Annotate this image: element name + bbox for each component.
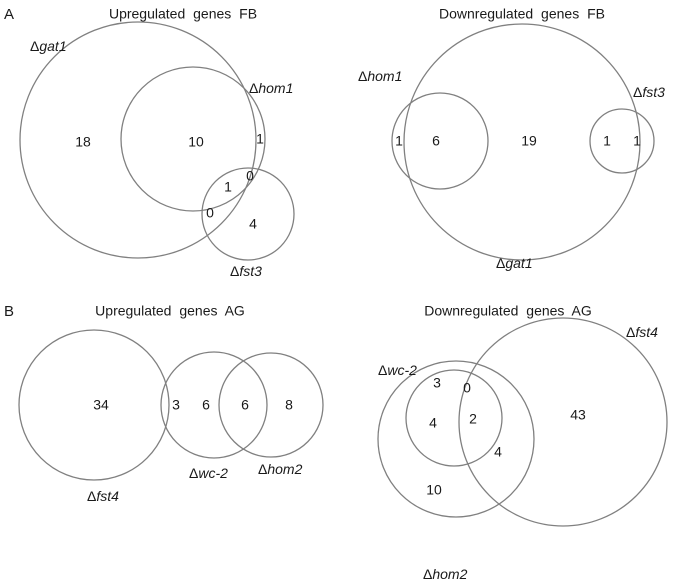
venn-upregulated-ag: Upregulated genes AG Δfst4 Δwc-2 Δhom2 3… — [18, 303, 324, 504]
set-circle-wc2 — [160, 351, 268, 459]
count-wc2-hom2: 6 — [241, 397, 249, 413]
count-fst4-only: 34 — [93, 397, 109, 413]
set-label-fst3: Δfst3 — [633, 84, 665, 100]
venn-downregulated-ag: Downregulated genes AG Δfst4 Δwc-2 Δhom2… — [377, 303, 668, 582]
venn-upregulated-fb: Upregulated genes FB Δgat1 Δhom1 Δfst3 1… — [19, 6, 295, 279]
set-circle-fst4 — [458, 317, 668, 527]
venn-downregulated-fb: Downregulated genes FB Δhom1 Δfst3 Δgat1… — [358, 6, 665, 271]
set-label-fst4: Δfst4 — [626, 324, 658, 340]
count-hom1-only: 1 — [256, 131, 264, 147]
count-gat1-hom1: 10 — [188, 134, 204, 150]
set-circle-gat1 — [403, 23, 641, 261]
set-label-fst4: Δfst4 — [87, 488, 119, 504]
count-hom2-fst4: 4 — [494, 444, 502, 460]
count-gat1-fst3: 1 — [603, 133, 611, 149]
set-circle-gat1 — [19, 21, 257, 259]
set-label-hom1: Δhom1 — [358, 68, 402, 84]
count-hom1-gat1: 6 — [432, 133, 440, 149]
venn-title: Upregulated genes AG — [95, 303, 245, 319]
count-wc2-only: 3 — [433, 375, 441, 391]
panel-label-b: B — [4, 303, 14, 320]
count-fst4-only: 43 — [570, 407, 586, 423]
set-label-wc2: Δwc-2 — [189, 465, 228, 481]
set-circle-fst3 — [589, 108, 655, 174]
count-wc2-fst4: 0 — [463, 380, 471, 396]
count-hom2-only: 8 — [285, 397, 293, 413]
set-label-wc2: Δwc-2 — [378, 362, 417, 378]
count-hom2-only: 10 — [426, 482, 442, 498]
count-all-three: 2 — [469, 411, 477, 427]
set-circle-fst4 — [18, 329, 170, 481]
panel-label-a: A — [4, 6, 14, 23]
count-gat1-only: 19 — [521, 133, 537, 149]
count-fst3-only: 1 — [633, 133, 641, 149]
count-gat1-only: 18 — [75, 134, 91, 150]
set-circle-hom1 — [391, 92, 489, 190]
count-fst4-wc2: 3 — [172, 397, 180, 413]
set-circle-hom1 — [120, 66, 266, 212]
count-hom1-only: 1 — [395, 133, 403, 149]
set-circle-wc2 — [405, 369, 503, 467]
count-gat1-fst3: 0 — [206, 205, 214, 221]
count-wc2-hom2: 4 — [429, 415, 437, 431]
set-label-hom2: Δhom2 — [258, 461, 303, 477]
count-all-three: 1 — [224, 179, 232, 195]
set-circle-hom2 — [377, 360, 535, 518]
set-label-gat1: Δgat1 — [30, 38, 67, 54]
set-circle-hom2 — [218, 352, 324, 458]
set-label-hom1: Δhom1 — [249, 80, 293, 96]
venn-title: Downregulated genes FB — [439, 6, 605, 22]
count-wc2-only: 6 — [202, 397, 210, 413]
set-label-hom2: Δhom2 — [423, 566, 468, 582]
set-label-gat1: Δgat1 — [496, 255, 533, 271]
venn-title: Upregulated genes FB — [109, 6, 257, 22]
count-hom1-fst3: 0 — [246, 168, 254, 184]
count-fst3-only: 4 — [249, 216, 257, 232]
set-circle-fst3 — [201, 167, 295, 261]
venn-title: Downregulated genes AG — [424, 303, 592, 319]
set-label-fst3: Δfst3 — [230, 263, 262, 279]
